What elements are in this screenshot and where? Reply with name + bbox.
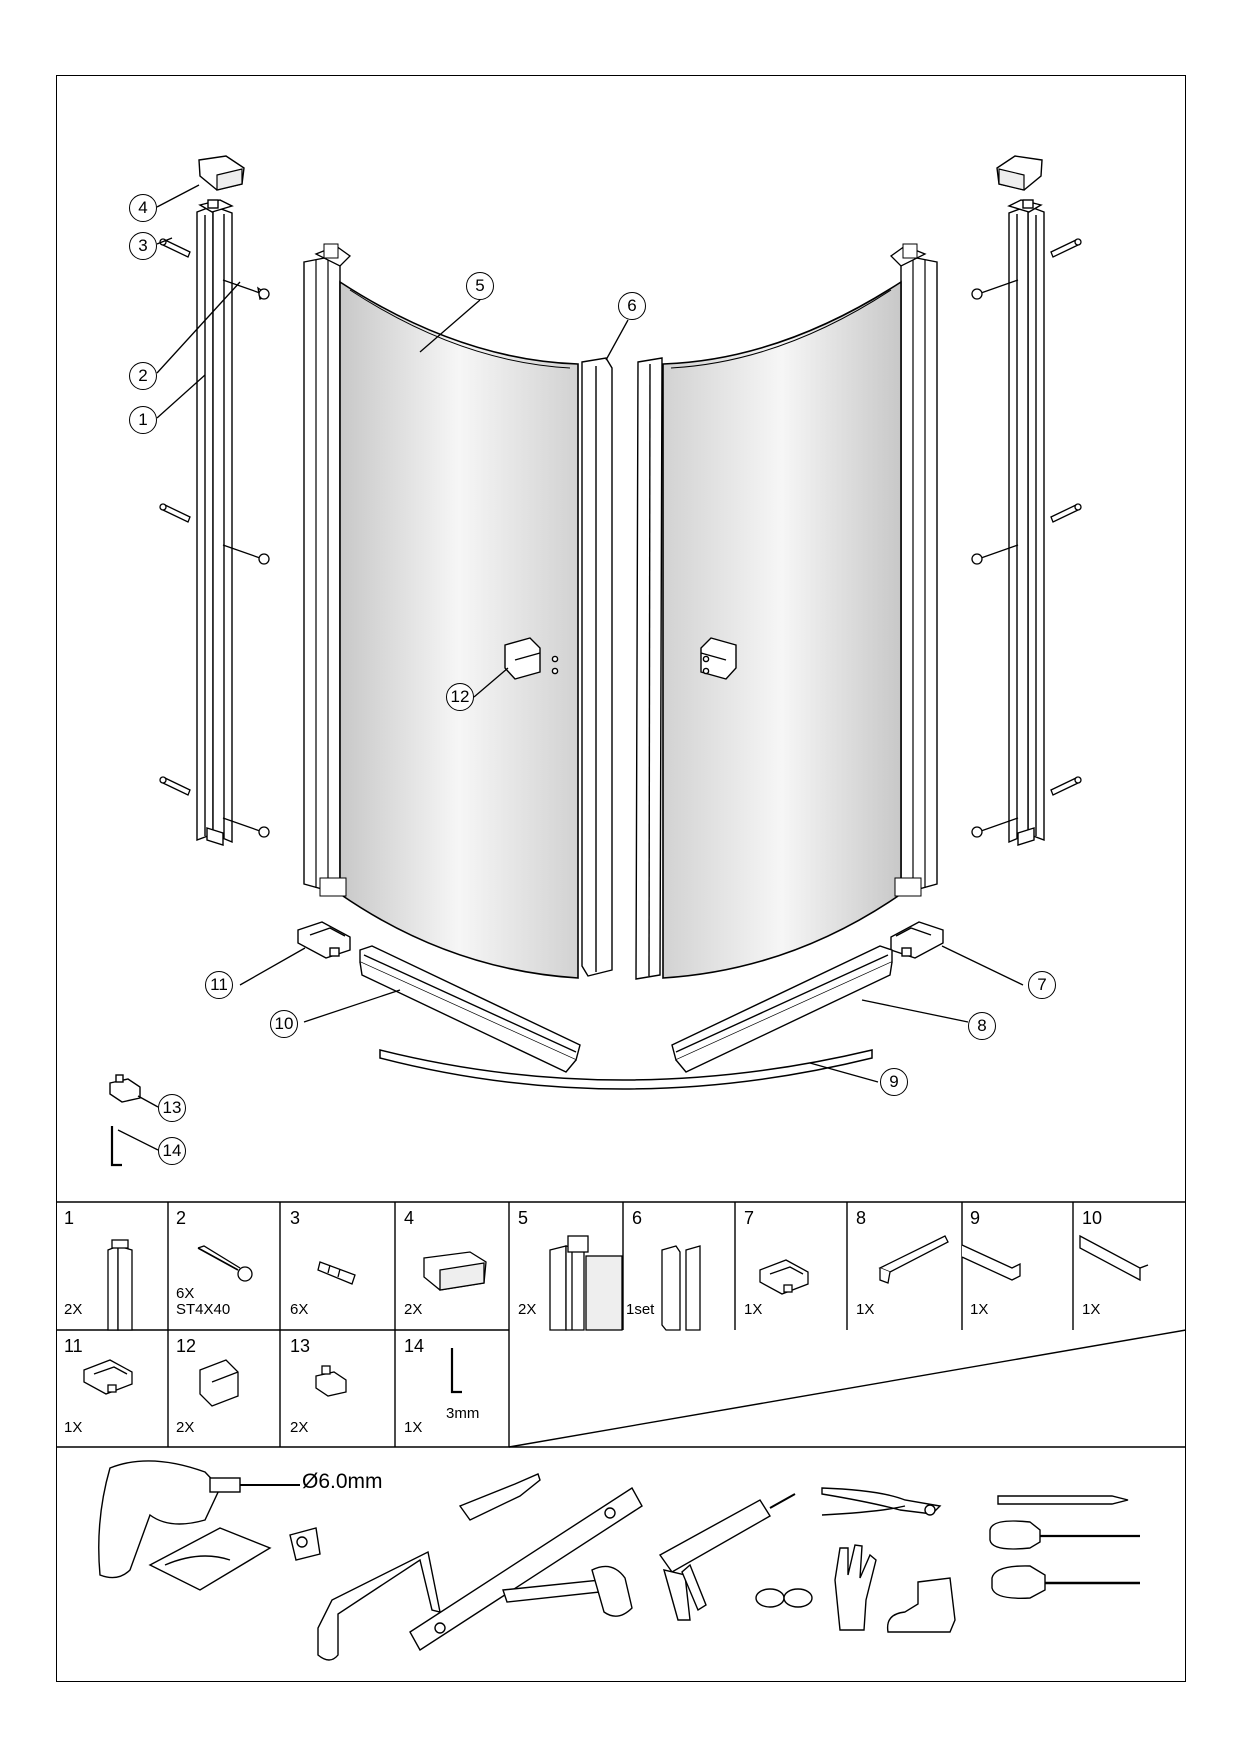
screw-icon <box>197 1245 253 1282</box>
part-6-number: 6 <box>632 1208 643 1228</box>
door-profile-icon <box>549 1235 623 1331</box>
bottom-guide-icon <box>759 1259 809 1295</box>
spirit-level-icon <box>409 1487 643 1651</box>
table-icons <box>83 1234 1149 1407</box>
part-10-number: 10 <box>1082 1208 1103 1228</box>
callout-6: 6 <box>618 292 646 320</box>
part-14-quantity: 1X <box>404 1419 423 1436</box>
part-4-number: 4 <box>404 1208 415 1228</box>
part-3-number: 3 <box>290 1208 301 1228</box>
left-wall-profile <box>196 199 234 846</box>
curved-bottom-seal <box>379 1049 873 1090</box>
bottom-seals <box>359 945 893 1073</box>
drill-icon <box>98 1460 300 1579</box>
part-2-spec: ST4X40 <box>176 1301 231 1318</box>
caulking-gun-icon <box>658 1493 796 1621</box>
pencil-icon <box>997 1495 1129 1505</box>
clip-and-key <box>109 1074 141 1167</box>
plug-mid <box>159 503 191 523</box>
part-2-number: 2 <box>176 1208 187 1228</box>
part-14-spec: 3mm <box>446 1405 480 1422</box>
part-11-number: 11 <box>64 1336 83 1356</box>
part-5-quantity: 2X <box>518 1301 537 1318</box>
screwdriver-flat-icon <box>989 1520 1140 1550</box>
clip-icon <box>315 1365 347 1397</box>
part-2-quantity: 6X <box>176 1285 195 1302</box>
part-12-number: 12 <box>176 1336 197 1356</box>
tools-row <box>98 1460 1140 1661</box>
part-9-quantity: 1X <box>970 1301 989 1318</box>
wall-plug-icon <box>317 1261 356 1285</box>
right-door-panel <box>662 243 938 979</box>
drill-bit-size-label: Ø6.0mm <box>302 1470 383 1493</box>
part-8-quantity: 1X <box>856 1301 875 1318</box>
hex-key-icon <box>450 1348 462 1394</box>
part-12-quantity: 2X <box>176 1419 195 1436</box>
wall-profile-icon <box>107 1239 133 1331</box>
callout-9: 9 <box>880 1068 908 1096</box>
part-7-number: 7 <box>744 1208 755 1228</box>
tape-measure-icon <box>289 1527 321 1561</box>
part-4-quantity: 2X <box>404 1301 423 1318</box>
wood-board-icon <box>148 1527 272 1591</box>
callout-10: 10 <box>270 1010 298 1038</box>
utility-knife-icon <box>458 1473 541 1521</box>
part-7-quantity: 1X <box>744 1301 763 1318</box>
screw-top <box>222 279 270 300</box>
callout-11: 11 <box>205 971 233 999</box>
part-6-quantity: 1set <box>626 1301 655 1318</box>
callout-8: 8 <box>968 1012 996 1040</box>
callout-5: 5 <box>466 272 494 300</box>
bottom-seal-icon-8 <box>878 1235 949 1284</box>
magnetic-seal-icon <box>661 1245 701 1331</box>
plug-low <box>159 776 191 796</box>
pliers-icon <box>821 1487 942 1516</box>
part-10-quantity: 1X <box>1082 1301 1101 1318</box>
part-8-number: 8 <box>856 1208 867 1228</box>
callout-7: 7 <box>1028 971 1056 999</box>
part-13-number: 13 <box>290 1336 311 1356</box>
handles <box>504 637 737 680</box>
callout-4: 4 <box>129 194 157 222</box>
part-14-number: 14 <box>404 1336 425 1356</box>
part-11-quantity: 1X <box>64 1419 83 1436</box>
right-fixings <box>971 238 1082 838</box>
end-cap-icon <box>423 1251 487 1291</box>
parts-table-grid <box>56 1201 1187 1448</box>
right-wall-profile <box>1007 199 1045 846</box>
left-fixings <box>159 238 270 838</box>
part-5-number: 5 <box>518 1208 529 1228</box>
screw-low <box>222 817 270 838</box>
safety-boot-icon <box>886 1577 956 1633</box>
callout-1: 1 <box>129 406 157 434</box>
handle-icon <box>199 1359 239 1407</box>
callout-2: 2 <box>129 362 157 390</box>
callout-12: 12 <box>446 683 474 711</box>
bottom-seal-icon-10 <box>1079 1234 1149 1282</box>
leader-lines <box>117 184 1024 1151</box>
curved-seal-icon <box>961 1244 1021 1281</box>
part-9-number: 9 <box>970 1208 981 1228</box>
part-13-quantity: 2X <box>290 1419 309 1436</box>
rubber-mallet-icon <box>502 1565 633 1617</box>
callout-14: 14 <box>158 1137 186 1165</box>
screwdriver-phillips-icon <box>991 1565 1140 1599</box>
page-frame <box>56 75 1186 1682</box>
left-door-panel <box>303 243 579 979</box>
bottom-guide-icon-11 <box>83 1359 133 1395</box>
part-1-quantity: 2X <box>64 1301 83 1318</box>
gloves-icon <box>834 1544 877 1631</box>
callout-3: 3 <box>129 232 157 260</box>
bottom-guides <box>297 921 944 959</box>
screw-mid <box>222 544 270 565</box>
safety-glasses-icon <box>755 1588 813 1608</box>
magnetic-seals <box>581 357 663 980</box>
part-1-number: 1 <box>64 1208 75 1228</box>
part-3-quantity: 6X <box>290 1301 309 1318</box>
callout-13: 13 <box>158 1094 186 1122</box>
